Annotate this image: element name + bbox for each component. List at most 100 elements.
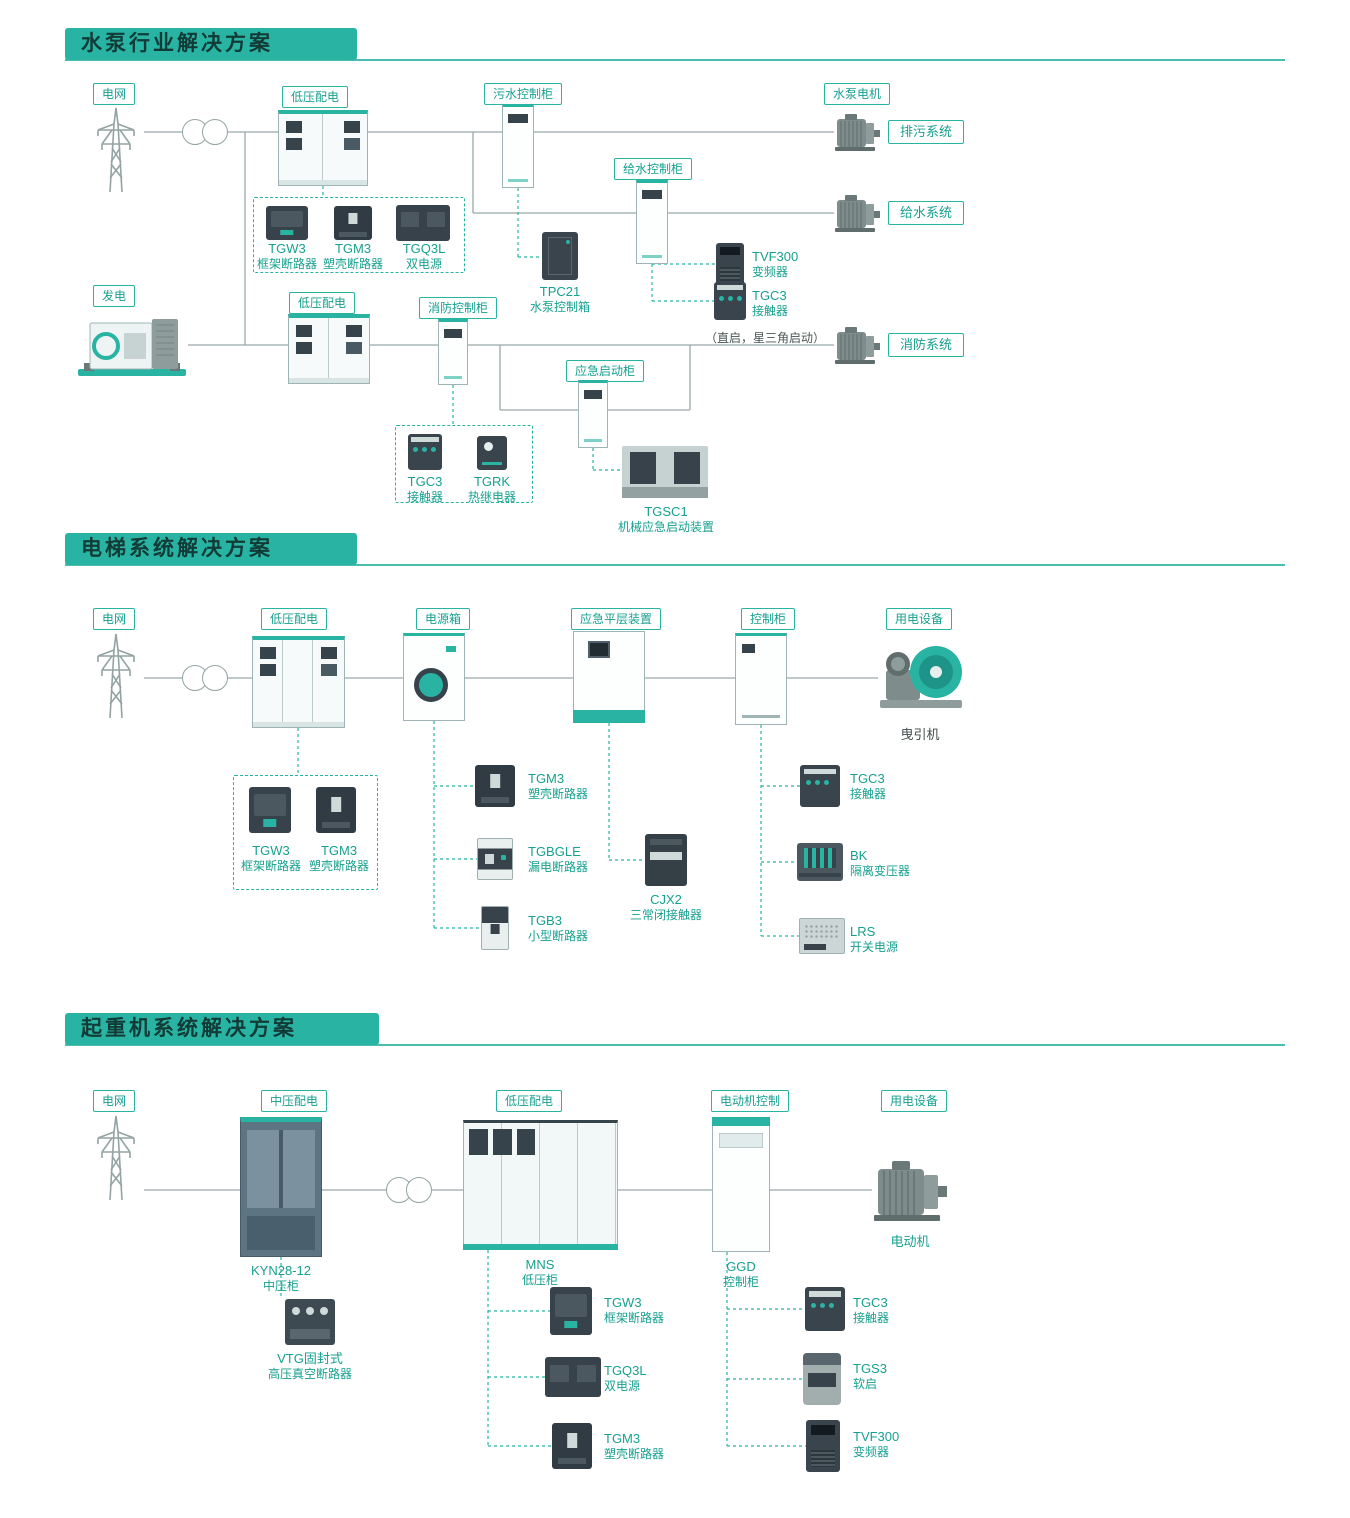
elevator-solution-section: 电梯系统解决方案 电网 低压配电 电源箱 应急平层装置 控制柜 用电设备 曳引机… [0,528,1350,998]
transmission-tower-icon [88,102,144,194]
kyn28-mv-cabinet-icon [240,1117,322,1257]
product-label-tgsc1: TGSC1 机械应急启动装置 [617,504,714,534]
tgw3-frame-breaker-icon [550,1287,592,1335]
lv-products-group-box [253,197,465,273]
product-label-tvf300: TVF300 变频器 [752,249,799,279]
tgc3-contactor-icon [800,765,840,807]
lrs-switching-power-supply-icon [799,918,845,954]
system-badge-supply: 给水系统 [888,201,965,225]
product-label-tpc21: TPC21 水泵控制箱 [529,284,590,314]
node-label-generator: 发电 [93,285,136,307]
product-label-tgrk: TGRK 热继电器 [467,474,516,504]
lv-switchgear-cabinet-icon [278,110,368,186]
node-label-emergency-start-cabinet: 应急启动柜 [566,360,645,382]
node-label-power-box: 电源箱 [416,608,471,630]
lv-products-group-box [233,775,378,890]
diesel-generator-icon [76,303,188,381]
transformer-icon [182,665,228,691]
drain-pump-motor-icon [834,112,880,152]
fire-products-group-box [395,425,533,503]
node-label-lv-distribution: 低压配电 [496,1090,563,1112]
tgm3-mccb-icon [334,206,372,240]
node-label-lv-distribution-2: 低压配电 [289,292,356,314]
product-label-tgbgle: TGBGLE 漏电断路器 [528,844,589,874]
node-label-lv-distribution-1: 低压配电 [282,86,349,108]
node-label-mv-distribution: 中压配电 [261,1090,328,1112]
system-badge-fire: 消防系统 [888,333,965,357]
ggd-control-cabinet-icon [712,1117,770,1252]
caption-traction-machine: 曳引机 [900,727,940,742]
product-label-tvf300: TVF300 变频器 [853,1429,900,1459]
tgm3-mccb-icon [552,1423,592,1469]
product-label-tgq3l: TGQ3L 双电源 [604,1363,647,1393]
transformer-icon [182,119,228,145]
product-label-tgm3: TGM3 塑壳断路器 [322,241,383,271]
node-label-leveling-device: 应急平层装置 [571,608,662,630]
section-title-banner: 电梯系统解决方案 [65,533,357,565]
emergency-start-cabinet-icon [578,380,608,448]
connection-wires [144,131,834,471]
section-title-banner: 水泵行业解决方案 [65,28,357,60]
tgw3-frame-breaker-icon [249,787,291,833]
transmission-tower-icon [88,628,144,720]
tvf300-vfd-icon [806,1420,840,1472]
tgm3-mccb-icon [316,787,356,833]
product-label-tgs3: TGS3 软启 [853,1361,887,1391]
tgc3-contactor-fire-icon [408,434,442,470]
bk-isolation-transformer-icon [797,843,843,881]
lv-switchgear-cabinet-icon [252,636,345,728]
product-label-cjx2: CJX2 三常闭接触器 [629,892,702,922]
node-label-pump-motor: 水泵电机 [824,83,891,105]
node-label-motor-control: 电动机控制 [711,1090,790,1112]
product-label-bk: BK 隔离变压器 [850,848,911,878]
tgrk-thermal-relay-icon [477,436,507,470]
tgs3-soft-starter-icon [803,1353,841,1405]
product-label-tgw3: TGW3 框架断路器 [240,843,301,873]
product-label-tgc3-fire: TGC3 接触器 [406,474,443,504]
node-label-device: 用电设备 [881,1090,948,1112]
transmission-tower-icon [88,1110,144,1202]
product-label-tgm3-box: TGM3 塑壳断路器 [308,843,369,873]
tgm3-mccb-icon-2 [475,765,515,807]
supply-pump-motor-icon [834,193,880,233]
lv-switchgear-cabinet-2-icon [288,314,370,384]
connection-wires [144,677,878,937]
electric-motor-icon [872,1157,948,1223]
pump-solution-section: 水泵行业解决方案 电网 低压配电 污水控制柜 水泵电机 排污系统 给水控制柜 给… [0,20,1350,535]
product-label-vtg: VTG固封式 高压真空断路器 [267,1351,352,1381]
tpc21-pump-control-box-icon [542,232,578,280]
product-label-tgm3: TGM3 塑壳断路器 [604,1431,665,1461]
tgq3l-ats-icon [545,1357,601,1397]
section-divider-line [65,564,1285,566]
node-label-fire-control-cabinet: 消防控制柜 [419,297,498,319]
product-label-tgm3: TGM3 塑壳断路器 [528,771,589,801]
node-label-water-supply-cabinet: 给水控制柜 [614,158,693,180]
tgc3-contactor-icon [714,282,746,320]
tgc3-contactor-icon [805,1287,845,1331]
traction-machine-icon [878,636,964,712]
section-divider-line [65,59,1285,61]
tgq3l-ats-icon [396,205,450,241]
node-label-sewage-control-cabinet: 污水控制柜 [484,83,563,105]
crane-solution-section: 起重机系统解决方案 电网 中压配电 KYN28-12 中压柜 低压配电 MNS … [0,1005,1350,1518]
mns-lv-cabinet-icon [463,1120,618,1250]
sewage-control-cabinet-icon [502,104,534,188]
node-label-device: 用电设备 [886,608,953,630]
fire-control-cabinet-icon [438,319,468,385]
product-label-tgw3: TGW3 框架断路器 [256,241,317,271]
caption-ggd: GGD 控制柜 [722,1259,759,1289]
product-label-tgw3: TGW3 框架断路器 [604,1295,665,1325]
emergency-leveling-device-icon [573,631,645,723]
tgsc1-emergency-start-device-icon [622,446,708,498]
system-badge-drain: 排污系统 [888,120,965,144]
section-title-banner: 起重机系统解决方案 [65,1013,379,1045]
caption-mns: MNS 低压柜 [521,1257,558,1287]
tgbgle-rcbo-icon [477,838,513,880]
vtg-vacuum-breaker-icon [285,1299,335,1345]
transformer-icon [386,1177,432,1203]
product-label-tgc3: TGC3 接触器 [850,771,887,801]
water-supply-cabinet-icon [636,180,668,264]
node-label-grid: 电网 [93,1090,136,1112]
product-label-tgb3: TGB3 小型断路器 [528,913,589,943]
